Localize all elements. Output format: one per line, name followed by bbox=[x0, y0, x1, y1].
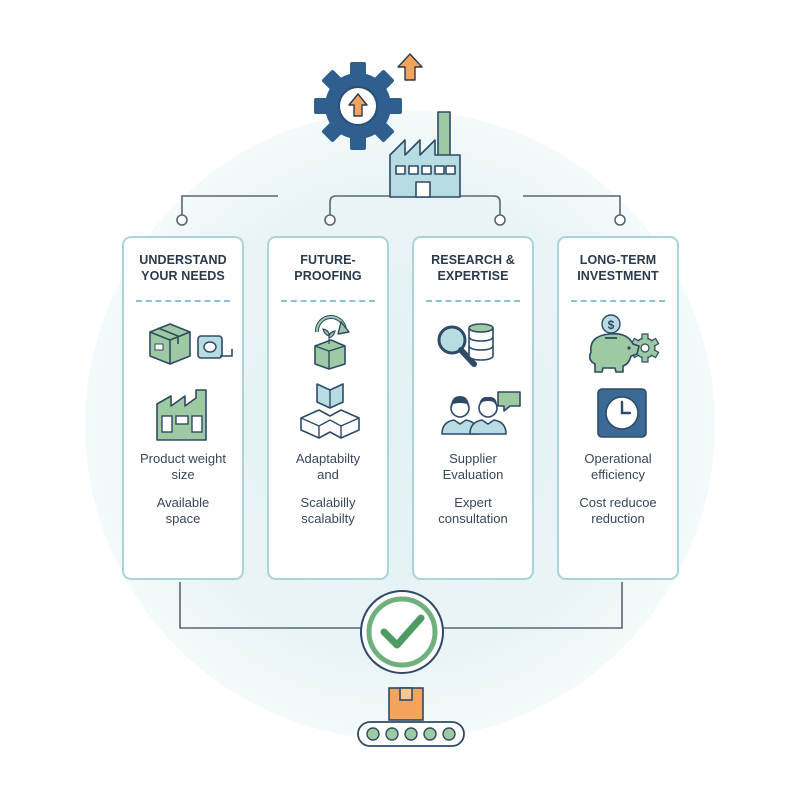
card-text-line: size bbox=[171, 467, 195, 482]
bottom-connectors bbox=[179, 582, 623, 629]
dashed-divider bbox=[281, 300, 375, 302]
clock-icon bbox=[597, 388, 647, 438]
card-title-line: INVESTMENT bbox=[577, 269, 659, 283]
tape-roll-icon bbox=[197, 335, 233, 359]
card-text-line: Adaptabilty bbox=[295, 451, 361, 466]
card-text-line: Expert bbox=[454, 495, 492, 510]
card-research-expertise: RESEARCH & EXPERTISE Supplier Evaluation… bbox=[412, 236, 534, 580]
top-connectors bbox=[181, 178, 621, 215]
dashed-divider bbox=[571, 300, 665, 302]
card-text-primary: Supplier Evaluation bbox=[418, 451, 528, 483]
dashed-divider bbox=[136, 300, 230, 302]
card-text-secondary: Scalabilly scalabilty bbox=[273, 495, 383, 527]
card-title-line: PROOFING bbox=[294, 269, 362, 283]
connector-nodes bbox=[176, 214, 626, 226]
card-text-line: space bbox=[165, 511, 201, 526]
growth-cycle-icon bbox=[314, 314, 350, 370]
card-title-line: YOUR NEEDS bbox=[141, 269, 225, 283]
card-title: LONG-TERM INVESTMENT bbox=[563, 252, 673, 284]
card-title-line: UNDERSTAND bbox=[139, 253, 227, 267]
card-text-secondary: Cost reducoe reduction bbox=[563, 495, 673, 527]
card-text-line: Evaluation bbox=[442, 467, 504, 482]
box-icon bbox=[388, 687, 424, 721]
card-text-primary: Adaptabilty and bbox=[273, 451, 383, 483]
card-text-line: reduction bbox=[591, 511, 645, 526]
card-title: FUTURE- PROOFING bbox=[273, 252, 383, 284]
card-title-line: RESEARCH & bbox=[431, 253, 515, 267]
card-title: RESEARCH & EXPERTISE bbox=[418, 252, 528, 284]
card-long-term-investment: LONG-TERM INVESTMENT $ bbox=[557, 236, 679, 580]
card-text-line: consultation bbox=[438, 511, 508, 526]
check-icon bbox=[360, 590, 444, 674]
database-icon bbox=[468, 323, 494, 361]
warehouse-icon bbox=[156, 389, 207, 441]
card-text-line: efficiency bbox=[591, 467, 645, 482]
card-text-secondary: Available space bbox=[128, 495, 238, 527]
card-title-line: FUTURE- bbox=[300, 253, 356, 267]
conveyor-icon bbox=[357, 721, 465, 747]
card-future-proofing: FUTURE- PROOFING Adaptabilty and Scalabi… bbox=[267, 236, 389, 580]
card-text-primary: Operational efficiency bbox=[563, 451, 673, 483]
card-text-line: Operational bbox=[584, 451, 652, 466]
card-text-primary: Product weight size bbox=[128, 451, 238, 483]
card-text-line: and bbox=[317, 467, 339, 482]
experts-icon bbox=[441, 391, 521, 435]
box-icon bbox=[149, 323, 191, 365]
card-title-line: LONG-TERM bbox=[579, 253, 657, 267]
dashed-divider bbox=[426, 300, 520, 302]
magnifier-icon bbox=[437, 325, 477, 367]
expandable-frame-icon bbox=[300, 383, 360, 439]
card-title-line: EXPERTISE bbox=[437, 269, 509, 283]
card-text-line: scalabilty bbox=[301, 511, 355, 526]
card-text-line: Product weight bbox=[140, 451, 226, 466]
card-text-line: Cost reducoe bbox=[579, 495, 657, 510]
card-text-line: Available bbox=[156, 495, 210, 510]
card-text-line: Supplier bbox=[449, 451, 497, 466]
card-understand-needs: UNDERSTAND YOUR NEEDS Product weight siz… bbox=[122, 236, 244, 580]
piggy-bank-icon: $ bbox=[588, 314, 660, 373]
up-arrow-icon bbox=[397, 53, 423, 81]
card-text-secondary: Expert consultation bbox=[418, 495, 528, 527]
card-text-line: Scalabilly bbox=[300, 495, 356, 510]
gear-icon bbox=[314, 62, 402, 150]
factory-icon bbox=[389, 111, 461, 198]
card-title: UNDERSTAND YOUR NEEDS bbox=[128, 252, 238, 284]
svg-text:$: $ bbox=[608, 318, 615, 332]
